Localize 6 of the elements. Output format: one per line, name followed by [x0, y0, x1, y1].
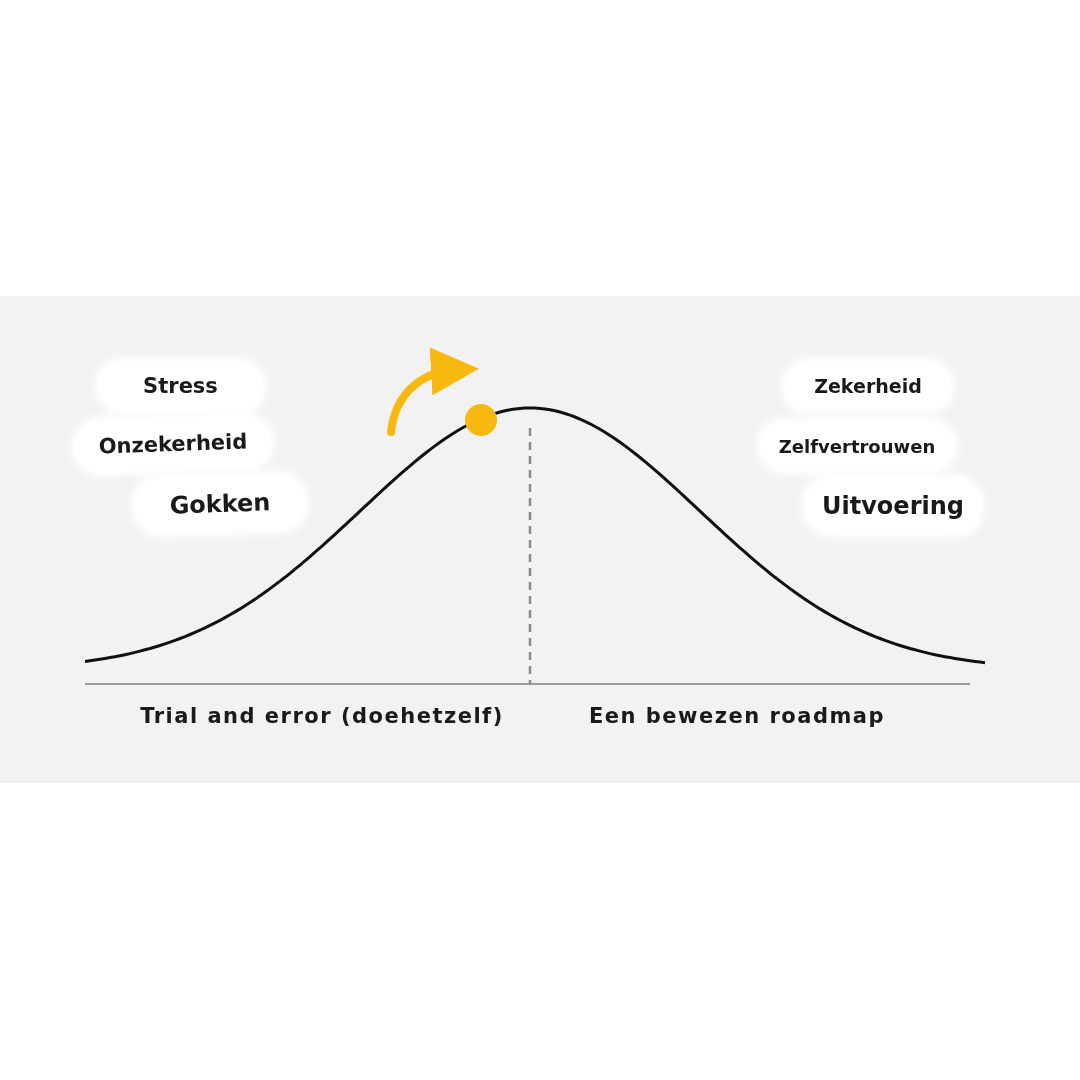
word-patch: Zelfvertrouwen: [760, 421, 954, 471]
word-patch: Stress: [98, 361, 263, 411]
word-patch: Zekerheid: [785, 361, 951, 411]
axis-caption: Een bewezen roadmap: [588, 704, 886, 728]
axis-caption: Trial and error (doehetzelf): [140, 704, 504, 728]
word-patch: Uitvoering: [805, 478, 981, 534]
